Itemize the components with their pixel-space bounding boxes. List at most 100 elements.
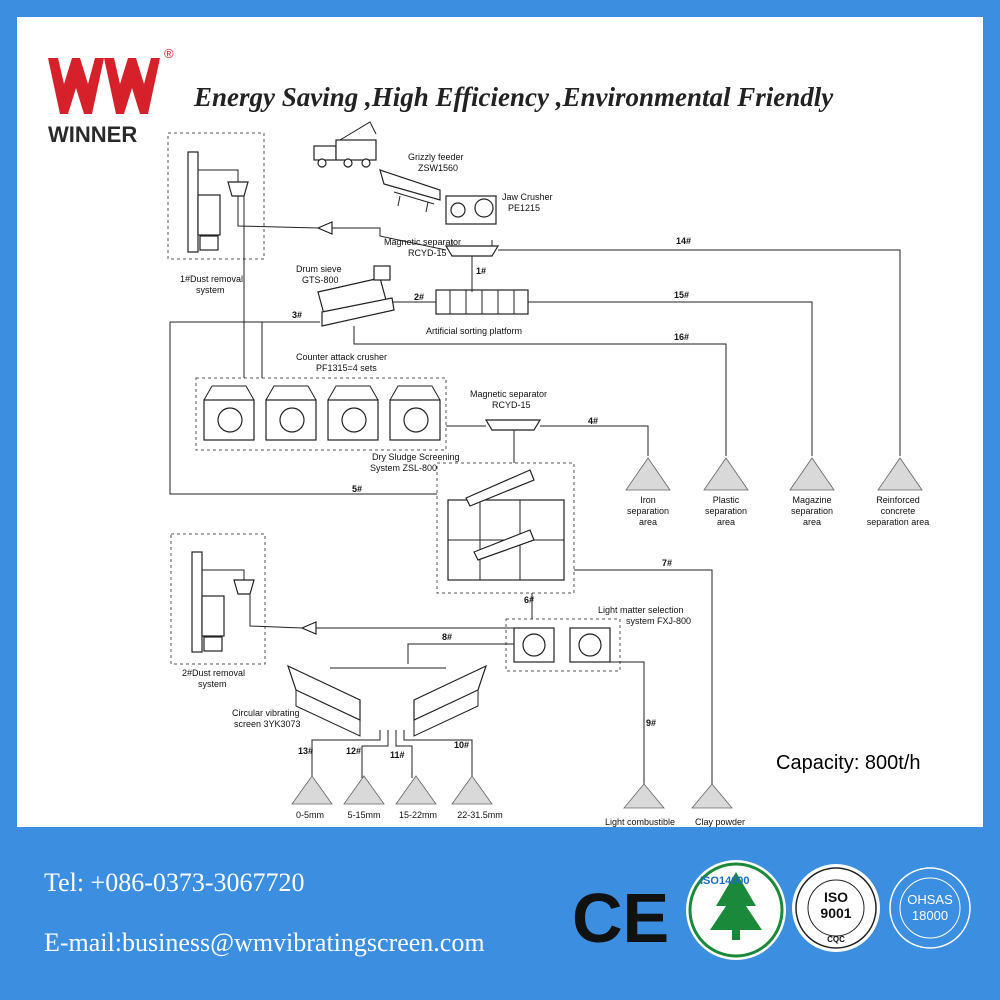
flow-number-11: 11#: [390, 750, 405, 760]
sorting-platform-machine: [435, 289, 529, 315]
flow-number-13: 13#: [298, 746, 313, 756]
registered-mark: ®: [164, 46, 174, 61]
pile-label-clay-powder: Clay powder: [695, 817, 745, 827]
flow-line-dust-2: [249, 594, 303, 629]
flow-line-13: [311, 730, 381, 778]
circular-screen-machine: [286, 664, 488, 737]
light-matter-label-2: system FXJ-800: [626, 616, 691, 626]
pile-magazine-icon: [789, 457, 835, 491]
counter-crusher-3: [327, 385, 379, 441]
pile-label-light-combustible: Light combustible: [605, 817, 675, 827]
counter-crusher-machines: [203, 385, 441, 441]
flow-number-6: 6#: [524, 595, 534, 605]
plastic-area-3: area: [717, 517, 735, 527]
dust-removal-1-label-1: 1#Dust removal: [180, 274, 243, 284]
concrete-area-3: separation area: [867, 517, 930, 527]
plastic-area-1: Plastic: [713, 495, 740, 505]
flow-number-5: 5#: [352, 484, 362, 494]
capacity-label: Capacity: 800t/h: [776, 752, 921, 774]
flow-number-7: 7#: [662, 558, 672, 568]
brand-name: WINNER: [48, 122, 137, 147]
pile-concrete-icon: [877, 457, 923, 491]
dry-sludge-machine: [447, 469, 565, 581]
counter-crusher-2: [265, 385, 317, 441]
dump-truck-icon: [313, 121, 377, 168]
svg-text:CQC: CQC: [827, 935, 845, 944]
flow-line-12: [361, 730, 389, 778]
mag-sep-2-label-2: RCYD-15: [492, 400, 531, 410]
iron-area-3: area: [639, 517, 657, 527]
mag-sep-1-label-1: Magnetic separator: [384, 237, 461, 247]
iron-area-2: separation: [627, 506, 669, 516]
pile-label-0-5: 0-5mm: [296, 810, 324, 820]
svg-text:OHSAS: OHSAS: [907, 892, 953, 907]
flow-number-4: 4#: [588, 416, 598, 426]
flow-line-11: [395, 730, 413, 778]
dry-sludge-label-1: Dry Sludge Screening: [372, 452, 460, 462]
dust-removal-2-label-1: 2#Dust removal: [182, 668, 245, 678]
flow-number-1: 1#: [476, 266, 486, 276]
cyclone-1-icon: [316, 221, 333, 235]
iron-area-1: Iron: [640, 495, 656, 505]
counter-crusher-label-2: PF1315=4 sets: [316, 363, 377, 373]
cyclone-2-icon: [300, 621, 317, 635]
concrete-area-2: concrete: [881, 506, 916, 516]
light-matter-machines: [513, 627, 611, 663]
flow-line-4: [540, 425, 649, 456]
flow-line-14: [498, 249, 901, 456]
iso9001-icon: ISO 9001 CQC: [792, 864, 880, 952]
pile-0-5-icon: [291, 775, 333, 805]
phone-number: Tel: +086-0373-3067720: [44, 868, 305, 897]
plastic-area-2: separation: [705, 506, 747, 516]
winner-logo: WINNER ®: [48, 46, 174, 147]
flow-line-5: [169, 322, 437, 495]
mag-sep-1-machine: [444, 240, 500, 257]
svg-text:CE: CE: [572, 879, 669, 957]
magazine-area-3: area: [803, 517, 821, 527]
pile-plastic-icon: [703, 457, 749, 491]
flow-line-16: [353, 326, 727, 456]
pile-label-5-15: 5-15mm: [347, 810, 380, 820]
flow-number-8: 8#: [442, 632, 452, 642]
grizzly-feeder-machine: [379, 169, 441, 213]
flow-line-7: [574, 569, 713, 786]
email-address: E-mail:business@wmvibratingscreen.com: [44, 928, 485, 957]
headline: Energy Saving ,High Efficiency ,Environm…: [193, 82, 834, 112]
dry-sludge-box: [436, 462, 575, 594]
svg-text:ISO14000: ISO14000: [700, 875, 750, 887]
counter-crusher-4: [389, 385, 441, 441]
drum-sieve-label-1: Drum sieve: [296, 264, 342, 274]
pile-label-22-31: 22-31.5mm: [457, 810, 503, 820]
grizzly-feeder-label-1: Grizzly feeder: [408, 152, 464, 162]
light-matter-label-1: Light matter selection: [598, 605, 684, 615]
drum-sieve-label-2: GTS-800: [302, 275, 339, 285]
dust-removal-1-machine: [187, 151, 249, 253]
dust-removal-2-machine: [191, 551, 255, 653]
logo-w-left: [48, 58, 104, 114]
svg-text:9001: 9001: [820, 905, 851, 921]
pile-5-15-icon: [343, 775, 385, 805]
flow-line-9: [596, 661, 645, 786]
drum-sieve-machine: [317, 265, 395, 327]
flow-number-15: 15#: [674, 290, 689, 300]
flow-number-3: 3#: [292, 310, 302, 320]
jaw-crusher-machine: [445, 195, 497, 225]
flow-number-10: 10#: [454, 740, 469, 750]
flow-line-cyclone-1: [332, 227, 447, 251]
ohsas18000-icon: OHSAS 18000: [889, 867, 971, 949]
svg-text:18000: 18000: [912, 908, 948, 923]
counter-crusher-label-1: Counter attack crusher: [296, 352, 387, 362]
pile-15-22-icon: [395, 775, 437, 805]
logo-w-right: [104, 58, 160, 114]
dust-removal-2-label-2: system: [198, 679, 227, 689]
flow-line-3: [261, 321, 320, 378]
jaw-crusher-label-1: Jaw Crusher: [502, 192, 553, 202]
concrete-area-1: Reinforced: [876, 495, 920, 505]
flow-line-8: [407, 643, 514, 664]
dust-removal-2-box: [170, 533, 266, 665]
pile-label-15-22: 15-22mm: [399, 810, 437, 820]
flow-number-2: 2#: [414, 292, 424, 302]
circular-screen-label-1: Circular vibrating: [232, 708, 300, 718]
